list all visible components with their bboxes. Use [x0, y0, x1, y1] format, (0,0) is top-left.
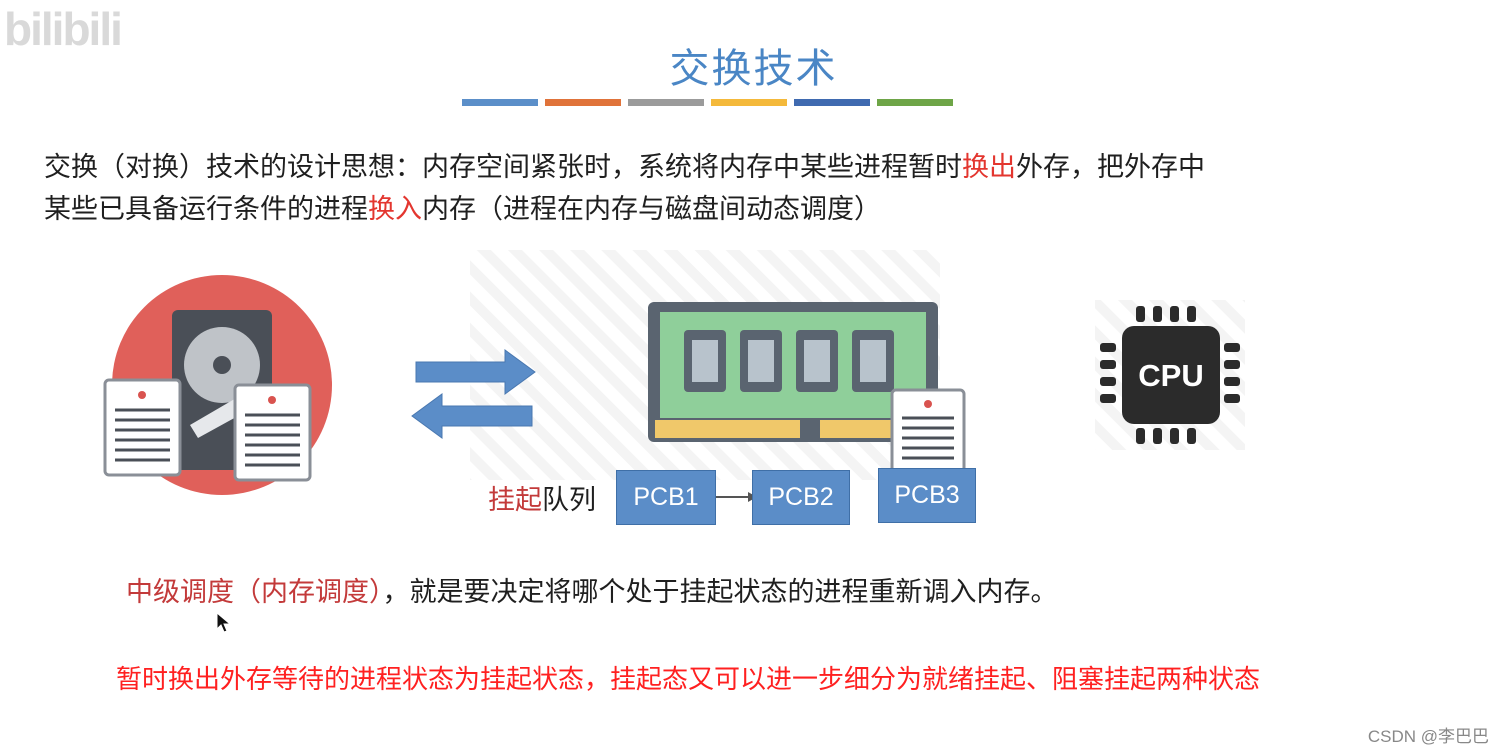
swap-illustration: CPU — [103, 250, 1245, 502]
memory-stick-icon — [648, 302, 938, 442]
title-bar — [794, 99, 870, 106]
title-bar — [711, 99, 787, 106]
queue-arrow-icon — [716, 492, 757, 502]
design-idea-paragraph: 交换（对换）技术的设计思想：内存空间紧张时，系统将内存中某些进程暂时换出外存，把… — [44, 147, 1444, 231]
swap-out-highlight: 换出 — [962, 152, 1016, 183]
bilibili-watermark: bilibili — [4, 3, 123, 55]
csdn-footer: CSDN @李巴巴 — [1367, 727, 1489, 746]
paragraph-text: 交换（对换）技术的设计思想：内存空间紧张时，系统将内存中某些进程暂时 — [44, 152, 962, 183]
pcb-block: PCB2 — [752, 470, 850, 525]
paragraph-text: 内存（进程在内存与磁盘间动态调度） — [422, 194, 881, 225]
medium-term-highlight: 中级调度（内存调度） — [126, 577, 383, 608]
suspend-queue-label: 挂起队列 — [488, 478, 596, 517]
mouse-cursor-icon — [216, 612, 232, 633]
document-icon — [233, 383, 312, 482]
queue-text: 队列 — [542, 485, 596, 516]
document-icon — [890, 388, 966, 482]
swap-arrows-icon — [411, 349, 536, 439]
swap-in-highlight: 换入 — [368, 194, 422, 225]
title-bar — [545, 99, 621, 106]
paragraph-text: 外存，把外存中 — [1016, 152, 1205, 183]
document-icon — [103, 378, 182, 477]
mid-text-rest: ，就是要决定将哪个处于挂起状态的进程重新调入内存。 — [382, 577, 1058, 608]
paragraph-text: 某些已具备运行条件的进程 — [44, 194, 368, 225]
title-underline-bars — [462, 99, 953, 106]
pcb-block: PCB1 — [616, 470, 716, 525]
title-bar — [628, 99, 704, 106]
medium-term-scheduling-text: 中级调度（内存调度），就是要决定将哪个处于挂起状态的进程重新调入内存。 — [126, 570, 1058, 609]
cpu-label: CPU — [1138, 358, 1203, 393]
suspend-highlight: 挂起 — [488, 485, 542, 516]
title-bar — [462, 99, 538, 106]
suspend-state-note: 暂时换出外存等待的进程状态为挂起状态，挂起态又可以进一步细分为就绪挂起、阻塞挂起… — [116, 665, 1261, 695]
slide-title: 交换技术 — [669, 46, 838, 92]
title-bar — [877, 99, 953, 106]
cpu-icon — [1100, 306, 1240, 444]
pcb-block: PCB3 — [878, 468, 976, 523]
